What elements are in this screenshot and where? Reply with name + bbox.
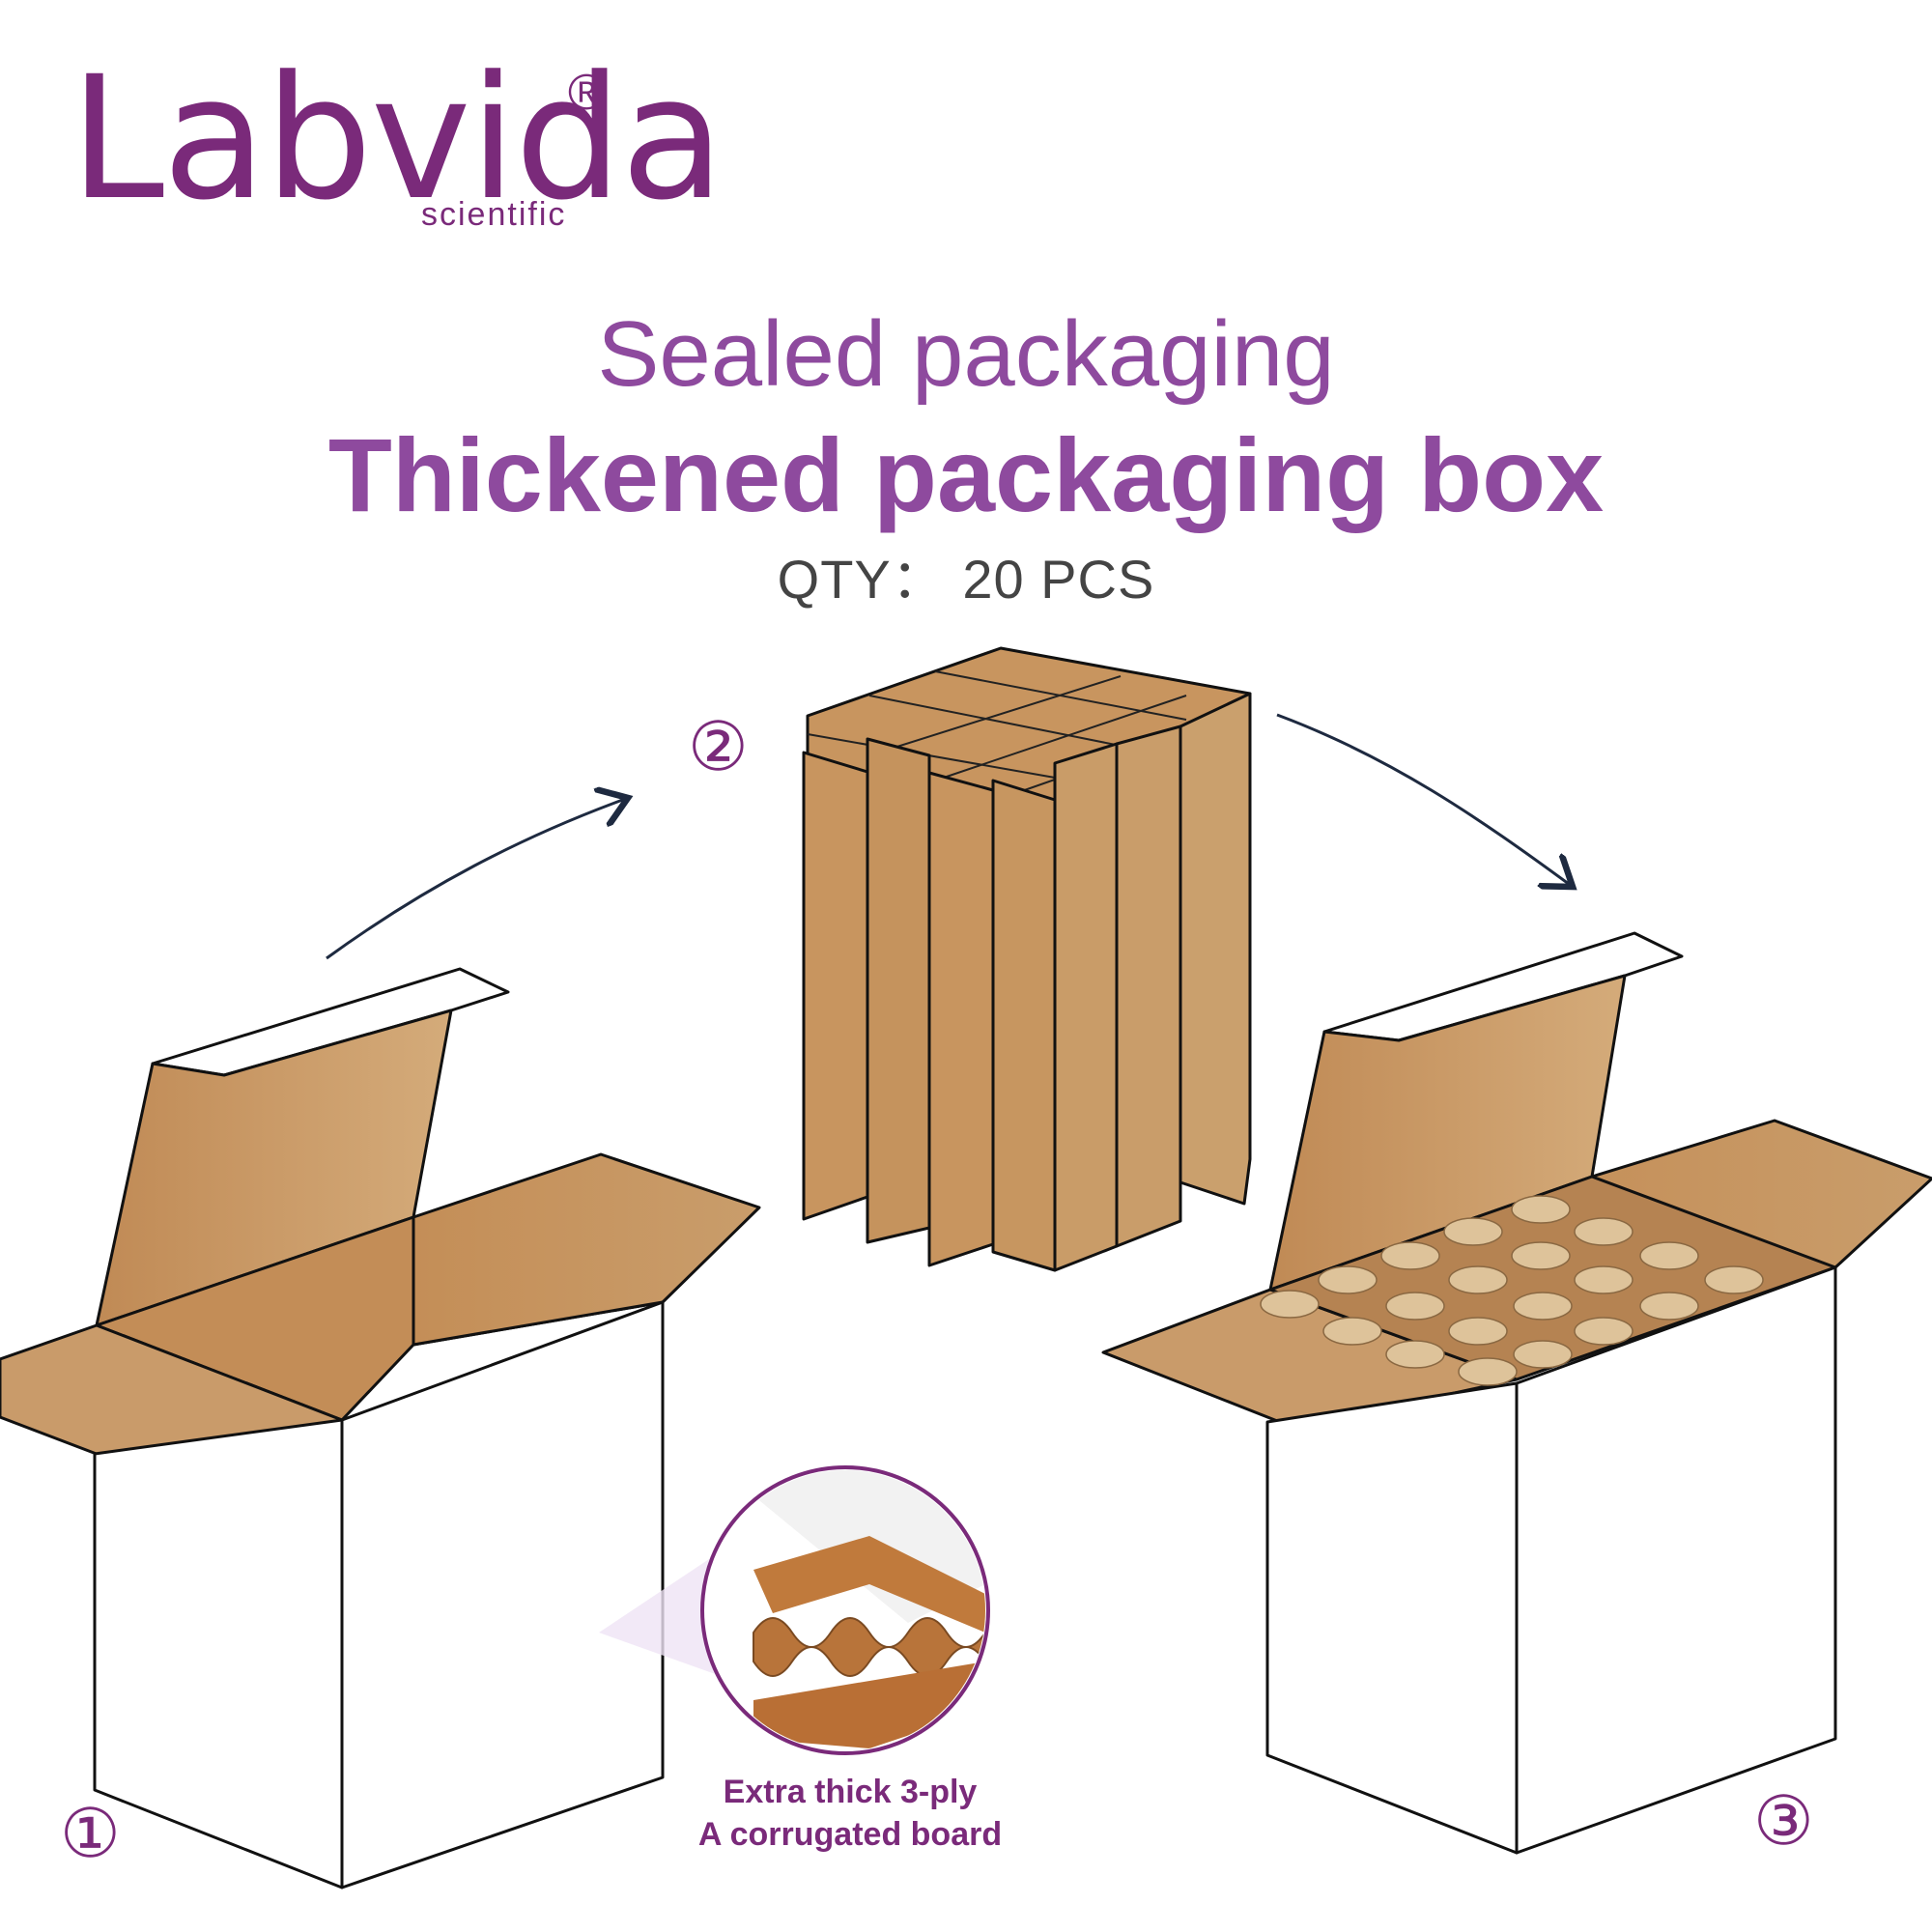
step-2-marker: ② bbox=[688, 707, 749, 786]
step-1-marker: ① bbox=[60, 1794, 121, 1873]
divider-panel-1 bbox=[802, 751, 869, 1221]
box-3-back-lid bbox=[1268, 974, 1627, 1292]
divider-panel-5 bbox=[1053, 742, 1119, 1272]
box-1-side bbox=[340, 1300, 665, 1889]
box-1-back-lid bbox=[95, 1009, 453, 1327]
divider-panel-6 bbox=[1115, 724, 1182, 1248]
box-1-empty bbox=[0, 967, 761, 1889]
arrow-1-to-2 bbox=[326, 798, 628, 960]
cork-stoppers bbox=[1260, 1195, 1764, 1386]
divider-panel-7 bbox=[1179, 692, 1252, 1206]
flute-layer bbox=[753, 1617, 985, 1677]
box-1-right-flap bbox=[412, 1152, 761, 1347]
step-3-marker: ③ bbox=[1753, 1781, 1814, 1861]
divider-panel-2 bbox=[866, 737, 931, 1244]
liner-top bbox=[753, 1536, 985, 1633]
registered-mark: ® bbox=[568, 65, 606, 121]
quantity-label: QTY： 20 PCS bbox=[777, 549, 1155, 610]
callout-caption-line1: Extra thick 3-ply bbox=[723, 1774, 978, 1810]
box-1-front bbox=[93, 1418, 344, 1889]
divider-insert bbox=[802, 646, 1252, 1272]
headline-thickened: Thickened packaging box bbox=[327, 416, 1605, 533]
box-3-side bbox=[1515, 1265, 1837, 1855]
callout-glow bbox=[599, 1555, 734, 1681]
callout-caption-line2: A corrugated board bbox=[697, 1816, 1003, 1853]
arrow-2-to-3 bbox=[1276, 713, 1573, 887]
headline-sealed: Sealed packaging bbox=[597, 302, 1335, 406]
divider-panel-4 bbox=[991, 779, 1057, 1272]
box-3-front bbox=[1265, 1381, 1519, 1855]
brand-tagline: scientific bbox=[421, 196, 567, 233]
divider-panel-3 bbox=[927, 771, 995, 1267]
brand-logo: Labvida bbox=[70, 40, 724, 238]
box-3-filled bbox=[1101, 931, 1932, 1855]
